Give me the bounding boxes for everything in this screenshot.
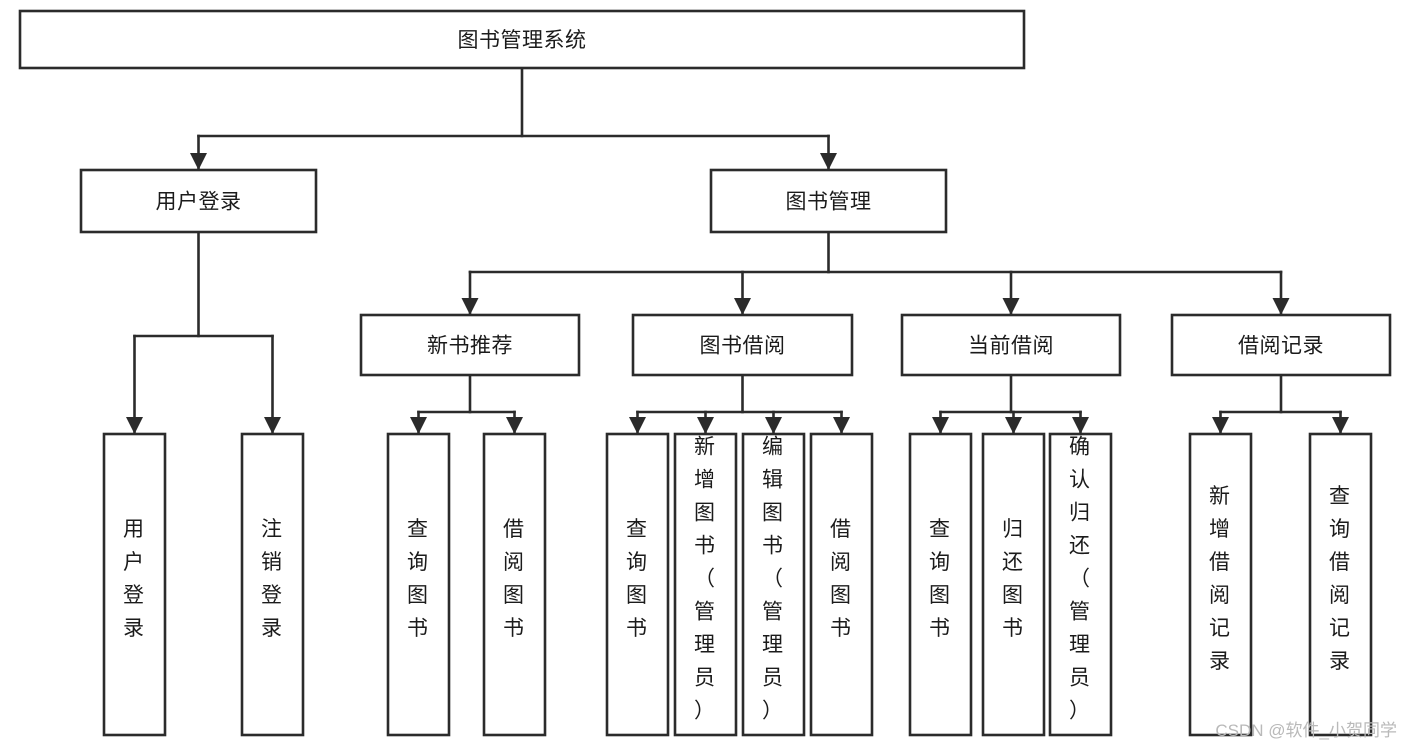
node-leaf-cur-confirm-return-label: 确认归还（管理员） bbox=[1069, 436, 1092, 723]
arrow-head-icon-leaf-rec-query-book bbox=[410, 417, 427, 434]
arrow-head-icon-leaf-rec-borrow-book bbox=[506, 417, 523, 434]
node-leaf-cur-return-book-label: 归还图书 bbox=[1002, 518, 1025, 640]
node-leaf-borrow-edit-book-label: 编辑图书（管理员） bbox=[762, 436, 785, 723]
node-borrow-record[interactable]: 借阅记录 bbox=[1170, 313, 1392, 377]
node-leaf-user-logout-box bbox=[240, 432, 305, 737]
node-leaf-borrow-add-book[interactable]: 新增图书（管理员） bbox=[673, 432, 738, 737]
node-leaf-rec-query-book-box bbox=[386, 432, 451, 737]
node-new-book-rec-label: 新书推荐 bbox=[427, 335, 513, 358]
node-leaf-rec-query-book[interactable]: 查询图书 bbox=[386, 432, 451, 737]
node-root-label: 图书管理系统 bbox=[458, 29, 587, 52]
node-user-login-box bbox=[79, 168, 318, 234]
arrow-head-icon-leaf-borrow-add-book bbox=[697, 417, 714, 434]
node-current-borrow-box bbox=[900, 313, 1122, 377]
arrow-head-icon-leaf-rec-query-record bbox=[1332, 417, 1349, 434]
node-leaf-borrow-query-book-box bbox=[605, 432, 670, 737]
arrow-head-icon-leaf-rec-add-record bbox=[1212, 417, 1229, 434]
node-leaf-user-login[interactable]: 用户登录 bbox=[102, 432, 167, 737]
arrow-head-icon-leaf-borrow-borrow-book bbox=[833, 417, 850, 434]
node-current-borrow-label: 当前借阅 bbox=[968, 335, 1054, 358]
node-leaf-borrow-borrow-book-label: 借阅图书 bbox=[830, 518, 853, 640]
node-root-box bbox=[18, 9, 1026, 70]
node-leaf-borrow-add-book-box bbox=[673, 432, 738, 737]
arrow-head-icon-leaf-user-login bbox=[126, 417, 143, 434]
node-leaf-cur-query-book[interactable]: 查询图书 bbox=[908, 432, 973, 737]
node-leaf-borrow-query-book[interactable]: 查询图书 bbox=[605, 432, 670, 737]
node-leaf-rec-query-book-label: 查询图书 bbox=[407, 518, 430, 640]
node-leaf-rec-query-record-label: 查询借阅记录 bbox=[1329, 485, 1352, 673]
arrow-head-icon-leaf-cur-confirm-return bbox=[1072, 417, 1089, 434]
arrow-head-icon-current-borrow bbox=[1002, 298, 1020, 315]
node-leaf-user-login-label: 用户登录 bbox=[123, 518, 146, 640]
node-layer: 图书管理系统用户登录图书管理新书推荐图书借阅当前借阅借阅记录用户登录注销登录查询… bbox=[18, 9, 1392, 737]
node-book-manage[interactable]: 图书管理 bbox=[709, 168, 948, 234]
node-user-login[interactable]: 用户登录 bbox=[79, 168, 318, 234]
arrow-head-icon-leaf-cur-return-book bbox=[1005, 417, 1022, 434]
node-leaf-rec-query-record-box bbox=[1308, 432, 1373, 737]
node-leaf-user-logout-label: 注销登录 bbox=[261, 518, 284, 640]
node-new-book-rec-box bbox=[359, 313, 581, 377]
node-leaf-user-login-box bbox=[102, 432, 167, 737]
arrow-head-icon-leaf-borrow-edit-book bbox=[765, 417, 782, 434]
node-leaf-cur-return-book-box bbox=[981, 432, 1046, 737]
node-leaf-rec-query-record[interactable]: 查询借阅记录 bbox=[1308, 432, 1373, 737]
node-current-borrow[interactable]: 当前借阅 bbox=[900, 313, 1122, 377]
csdn-watermark: CSDN @软件_小贺同学 bbox=[1215, 721, 1397, 740]
node-book-manage-box bbox=[709, 168, 948, 234]
arrow-head-icon-borrow-record bbox=[1272, 298, 1290, 315]
node-book-borrow-label: 图书借阅 bbox=[700, 335, 786, 358]
node-leaf-rec-borrow-book-box bbox=[482, 432, 547, 737]
node-leaf-rec-borrow-book[interactable]: 借阅图书 bbox=[482, 432, 547, 737]
node-leaf-cur-query-book-box bbox=[908, 432, 973, 737]
node-borrow-record-label: 借阅记录 bbox=[1238, 335, 1324, 358]
node-book-manage-label: 图书管理 bbox=[786, 191, 872, 214]
node-leaf-borrow-edit-book[interactable]: 编辑图书（管理员） bbox=[741, 432, 806, 737]
arrow-head-icon-user-login bbox=[190, 153, 207, 170]
node-leaf-cur-confirm-return[interactable]: 确认归还（管理员） bbox=[1048, 432, 1113, 737]
node-new-book-rec[interactable]: 新书推荐 bbox=[359, 313, 581, 377]
arrow-head-icon-book-manage bbox=[820, 153, 837, 170]
node-book-borrow-box bbox=[631, 313, 854, 377]
node-leaf-cur-confirm-return-box bbox=[1048, 432, 1113, 737]
connector-layer bbox=[126, 66, 1349, 434]
node-root[interactable]: 图书管理系统 bbox=[18, 9, 1026, 70]
node-leaf-borrow-borrow-book[interactable]: 借阅图书 bbox=[809, 432, 874, 737]
node-leaf-borrow-borrow-book-box bbox=[809, 432, 874, 737]
arrow-head-icon-book-borrow bbox=[734, 298, 751, 315]
arrow-head-icon-leaf-borrow-query-book bbox=[629, 417, 646, 434]
arrow-head-icon-leaf-cur-query-book bbox=[932, 417, 949, 434]
node-leaf-cur-return-book[interactable]: 归还图书 bbox=[981, 432, 1046, 737]
node-user-login-label: 用户登录 bbox=[156, 191, 242, 214]
node-book-borrow[interactable]: 图书借阅 bbox=[631, 313, 854, 377]
arrow-head-icon-leaf-user-logout bbox=[264, 417, 281, 434]
node-leaf-borrow-edit-book-box bbox=[741, 432, 806, 737]
node-leaf-rec-add-record[interactable]: 新增借阅记录 bbox=[1188, 432, 1253, 737]
arrow-head-icon-new-book-rec bbox=[461, 298, 479, 315]
node-leaf-rec-add-record-box bbox=[1188, 432, 1253, 737]
node-leaf-borrow-query-book-label: 查询图书 bbox=[626, 518, 649, 640]
node-leaf-rec-borrow-book-label: 借阅图书 bbox=[503, 518, 526, 640]
node-leaf-borrow-add-book-label: 新增图书（管理员） bbox=[694, 436, 717, 723]
node-leaf-rec-add-record-label: 新增借阅记录 bbox=[1209, 485, 1232, 673]
node-borrow-record-box bbox=[1170, 313, 1392, 377]
node-leaf-cur-query-book-label: 查询图书 bbox=[929, 518, 952, 640]
node-leaf-user-logout[interactable]: 注销登录 bbox=[240, 432, 305, 737]
